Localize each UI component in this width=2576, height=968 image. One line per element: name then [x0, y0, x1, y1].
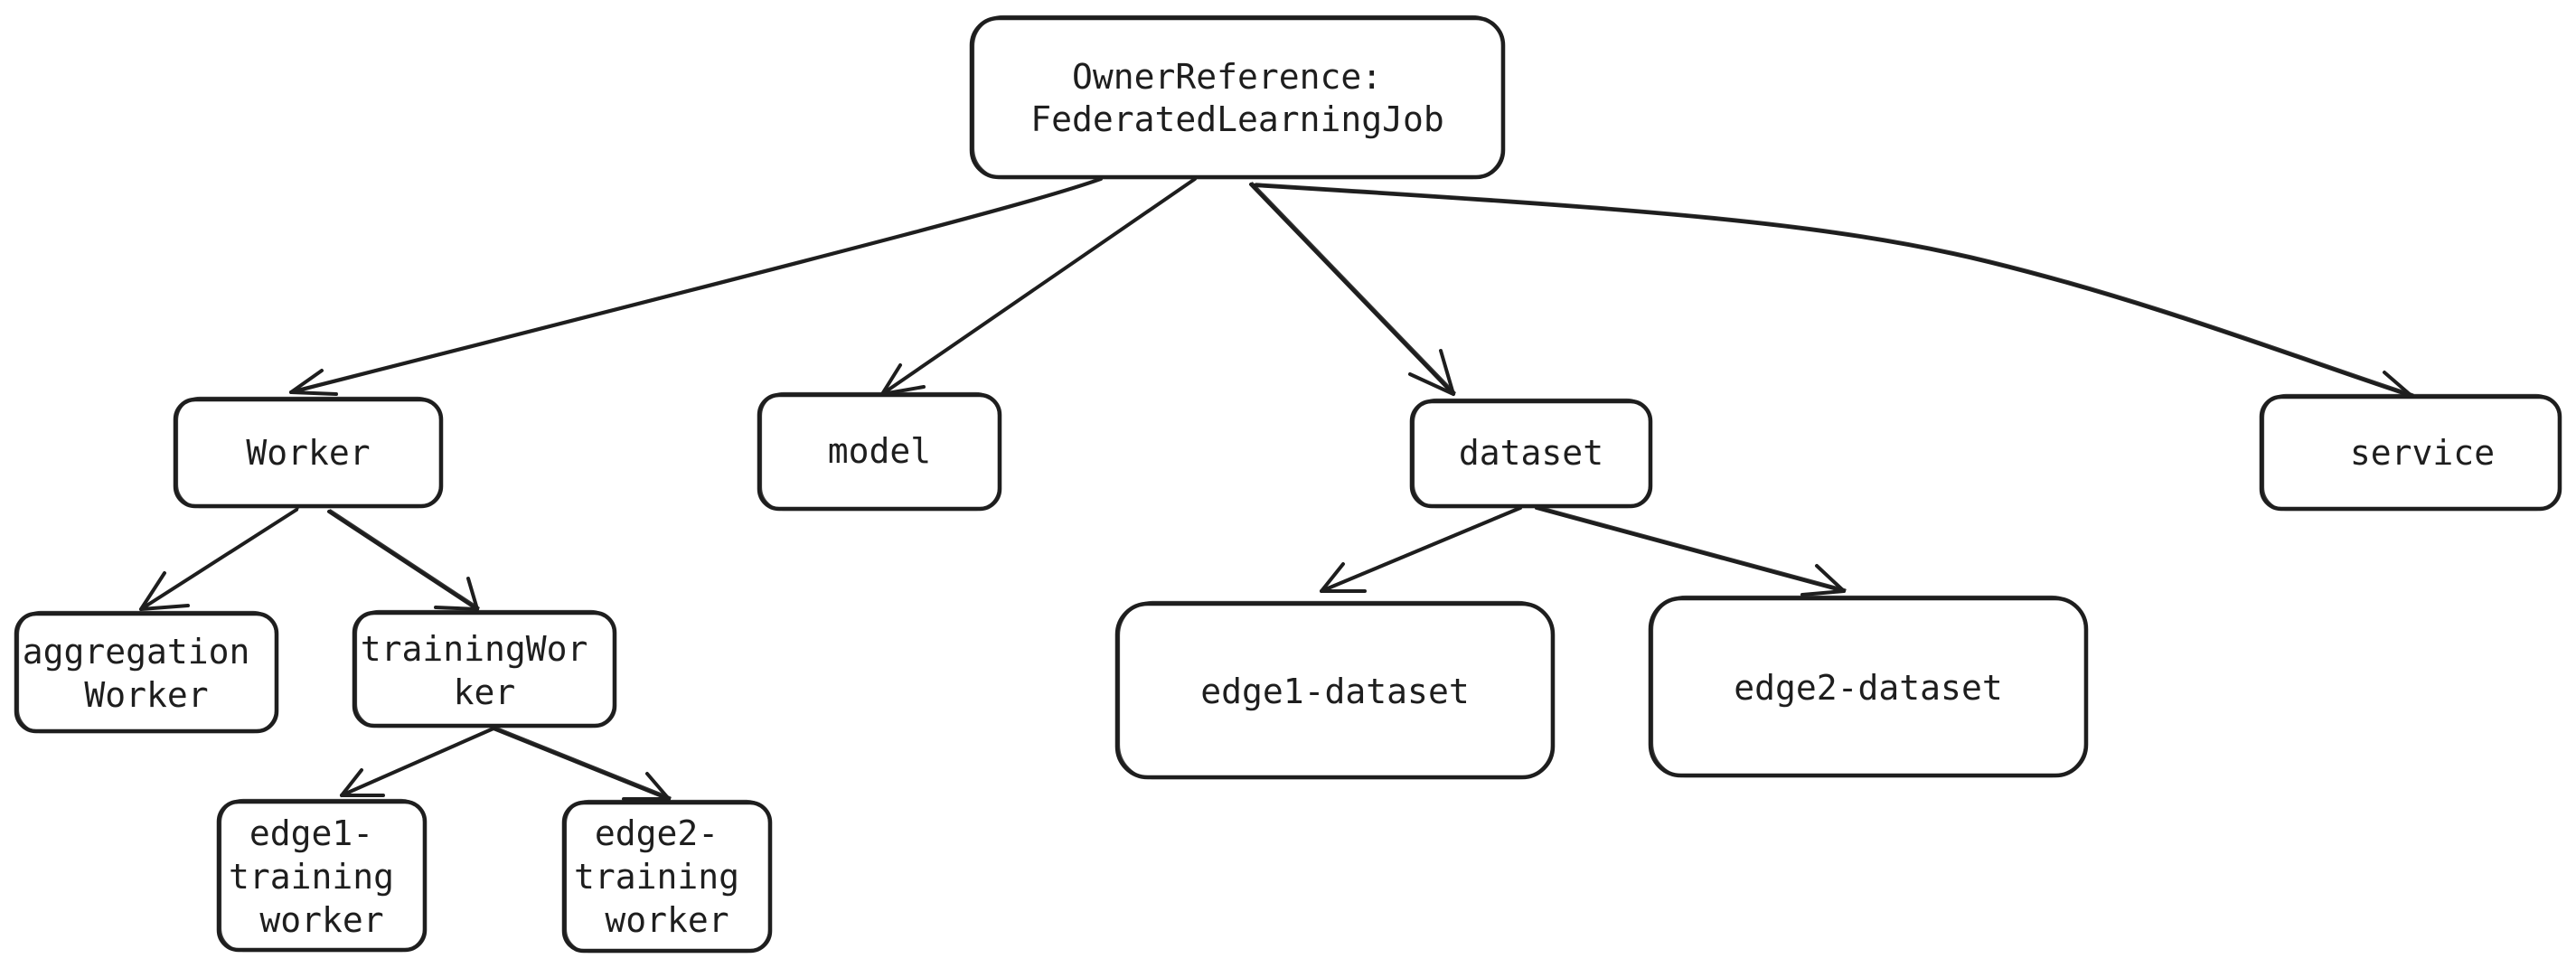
svg-text:edge2-dataset: edge2-dataset: [1734, 668, 2002, 708]
svg-text:aggregation Worker: aggregation Worker: [23, 632, 271, 715]
svg-text:model: model: [828, 431, 931, 471]
edge-line-sketch: [291, 176, 1104, 392]
node-edge2-training-worker-line-1: edge2-: [595, 813, 719, 853]
edge-root-to-worker: [289, 176, 1104, 396]
edge-line-sketch: [1537, 505, 1847, 591]
edge-line-sketch: [141, 507, 299, 609]
edge-training-worker-to-edge1-training-worker: [340, 726, 496, 797]
svg-text:edge1-dataset: edge1-dataset: [1200, 672, 1469, 711]
node-edge1-training-worker-line-2: training: [229, 857, 394, 897]
arrowhead: [1800, 564, 1846, 597]
edge-line: [327, 510, 479, 611]
node-edge2-dataset[interactable]: edge2-dataset: [1648, 595, 2089, 778]
node-owner-reference-line-2: FederatedLearningJob: [1030, 99, 1444, 139]
node-edge2-dataset-box-sketch: [1650, 595, 2087, 778]
node-aggregation-worker-line-1: aggregation: [23, 632, 250, 672]
edge-line-sketch: [882, 176, 1198, 394]
node-worker-label: Worker: [246, 433, 370, 473]
edge-dataset-to-edge2-dataset: [1535, 505, 1847, 597]
node-aggregation-worker[interactable]: aggregation Worker: [14, 610, 279, 734]
svg-text:edge1- training: edge1- training worker: [229, 813, 415, 940]
arrowhead: [340, 768, 385, 797]
edge-line-sketch: [1321, 505, 1523, 591]
edge-line-sketch: [342, 726, 496, 795]
node-edge1-training-worker-line-3: worker: [259, 900, 383, 940]
node-owner-reference[interactable]: OwnerReference: FederatedLearningJob: [969, 14, 1506, 180]
node-model-label: model: [828, 431, 931, 471]
node-owner-reference-line-1: OwnerReference:: [1072, 57, 1382, 97]
svg-text:edge2- training: edge2- training worker: [574, 813, 760, 940]
edge-root-to-model: [880, 176, 1198, 396]
node-worker[interactable]: Worker: [173, 396, 444, 509]
node-edge2-dataset-label: edge2-dataset: [1734, 668, 2002, 708]
edge-line-sketch: [1251, 182, 1456, 394]
node-training-worker-line-2: ker: [454, 672, 516, 712]
arrowhead: [622, 772, 671, 801]
arrowhead: [289, 369, 338, 396]
node-worker-box-sketch: [175, 396, 442, 509]
node-dataset-box-sketch: [1412, 398, 1651, 509]
node-model-box-sketch: [759, 391, 1001, 512]
svg-text:trainingWor ker: trainingWor ker: [361, 629, 609, 712]
edge-line: [1253, 183, 2413, 398]
svg-text:dataset: dataset: [1459, 433, 1603, 473]
edge-line: [492, 727, 671, 801]
edge-training-worker-to-edge2-training-worker: [492, 726, 672, 801]
node-edge1-dataset-box-sketch: [1117, 600, 1554, 780]
node-edge1-training-worker-box-sketch: [219, 798, 426, 953]
node-dataset[interactable]: dataset: [1409, 398, 1653, 509]
edge-line: [1249, 183, 1455, 396]
nodes-layer: OwnerReference: FederatedLearningJob Wor…: [14, 14, 2562, 954]
node-service-box-sketch: [2261, 393, 2561, 512]
node-aggregation-worker-box-sketch: [16, 610, 277, 734]
edge-line-sketch: [329, 509, 480, 609]
arrowhead: [1320, 562, 1367, 593]
node-dataset-label: dataset: [1459, 433, 1603, 473]
node-edge2-training-worker-line-2: training: [574, 857, 739, 897]
node-aggregation-worker-line-2: Worker: [84, 675, 208, 715]
arrowhead: [434, 577, 479, 611]
edge-line-sketch: [494, 726, 672, 799]
node-owner-reference-box-sketch: [972, 14, 1504, 180]
edge-line: [1535, 506, 1846, 593]
svg-text:Worker: Worker: [246, 433, 370, 473]
edge-root-to-dataset: [1249, 182, 1456, 396]
node-edge1-training-worker-line-1: edge1-: [249, 813, 373, 853]
edge-worker-to-aggregation-worker: [139, 507, 299, 611]
node-edge2-training-worker[interactable]: edge2- training worker: [561, 799, 773, 954]
edge-line-sketch: [1255, 183, 2414, 396]
edge-worker-to-training-worker: [327, 509, 480, 611]
node-service-label: service: [2350, 433, 2495, 473]
edge-dataset-to-edge1-dataset: [1320, 505, 1523, 593]
svg-text:service: service: [2350, 433, 2495, 473]
svg-text:OwnerReference: Federa: OwnerReference: FederatedLearningJob: [1030, 57, 1444, 139]
node-training-worker-line-1: trainingWor: [361, 629, 588, 669]
node-model[interactable]: model: [757, 391, 1002, 512]
node-edge1-training-worker[interactable]: edge1- training worker: [216, 798, 428, 953]
node-service[interactable]: service: [2259, 393, 2562, 512]
node-edge2-training-worker-box-sketch: [564, 799, 771, 954]
node-owner-reference-box: [969, 15, 1506, 180]
arrowhead: [139, 571, 190, 611]
node-edge1-dataset-label: edge1-dataset: [1200, 672, 1469, 711]
arrowhead: [1408, 349, 1455, 396]
node-edge2-training-worker-line-3: worker: [605, 900, 729, 940]
node-training-worker-box-sketch: [354, 609, 616, 728]
node-edge1-dataset[interactable]: edge1-dataset: [1114, 600, 1556, 780]
node-training-worker[interactable]: trainingWor ker: [352, 609, 617, 728]
